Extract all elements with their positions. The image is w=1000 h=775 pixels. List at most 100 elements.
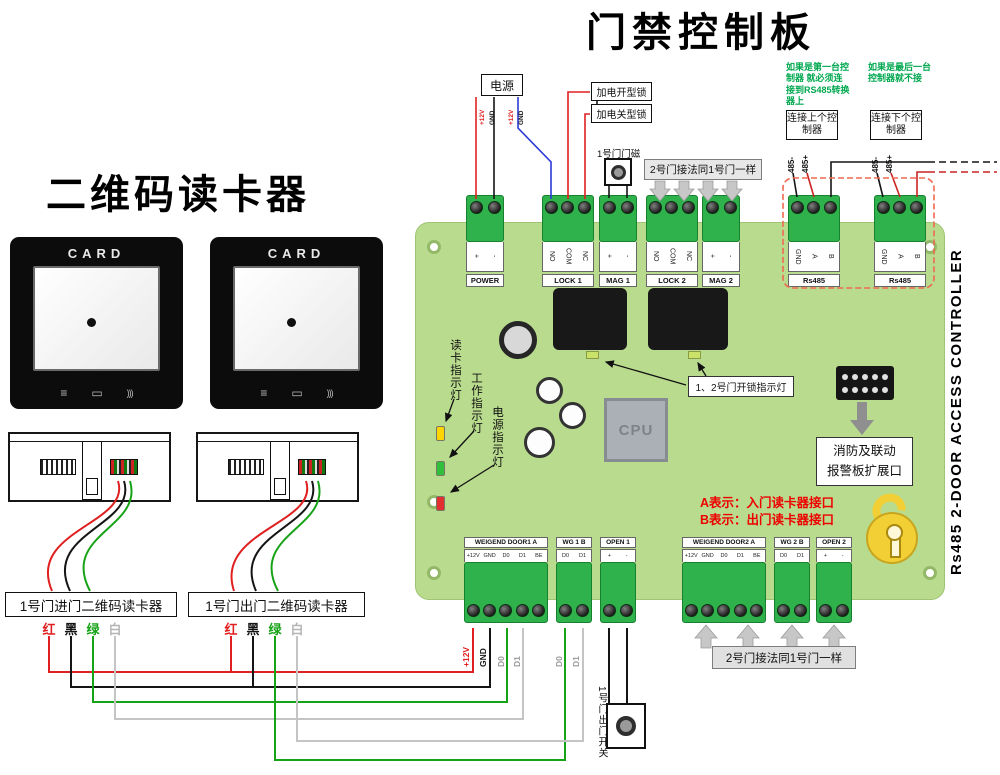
mounting-hole: [427, 566, 441, 580]
pin-label: B: [827, 254, 835, 259]
note-b: B表示：出门读卡器接口: [700, 512, 835, 527]
fail-secure-lock-box: 加电开型锁: [591, 82, 652, 101]
screw-terminal: [620, 201, 634, 214]
rs485-plus-tag: 485+: [885, 154, 894, 173]
mounting-hole: [427, 240, 441, 254]
wire-label-d1: D1: [512, 656, 522, 667]
last-controller-note: 如果是最后一台控制器就不接: [868, 62, 932, 84]
door1-mag-label: 1号门门磁: [597, 149, 641, 160]
power-pin-12v: +12V: [479, 109, 486, 125]
mounting-hole: [923, 566, 937, 580]
qr-reader-exit: CARD ≡ ▭ ))): [210, 237, 383, 409]
pin-label: D0: [720, 553, 728, 559]
terminal-name: LOCK 1: [542, 274, 594, 287]
mount-pin-connector: [228, 459, 264, 475]
screw-row: [788, 195, 840, 242]
door2-same-note-top: 2号门接法同1号门一样: [644, 159, 762, 180]
screw-terminal: [807, 201, 821, 214]
exit-reader-caption: 1号门出门二维码读卡器: [188, 592, 365, 617]
terminal-name: Rs485: [788, 274, 840, 287]
contactless-icon: ))): [326, 388, 334, 398]
pin-label: +: [605, 254, 613, 259]
terminal-mag1: +-MAG 1: [599, 195, 637, 287]
pin-label: BE: [753, 553, 761, 559]
pin-label: -: [841, 553, 844, 559]
pin-label-row: GND A B: [788, 242, 840, 272]
pin-label-row: +-: [702, 242, 740, 272]
pin-label: GND: [483, 553, 496, 559]
pin-label: +: [708, 254, 716, 259]
terminal-open2: OPEN 2+-: [816, 537, 852, 623]
screw-terminal: [824, 201, 838, 214]
pin-label: -: [490, 255, 498, 258]
button-core: [616, 716, 636, 736]
pin-label: NO: [547, 251, 555, 262]
screw-terminal: [701, 604, 715, 617]
reader-section-title: 二维码读卡器: [46, 173, 310, 217]
card-icon: ▭: [91, 386, 103, 400]
interface-notes: A表示：入门读卡器接口 B表示：出门读卡器接口: [700, 495, 834, 529]
screw-terminal: [893, 201, 907, 214]
screw-terminal: [723, 201, 737, 214]
reader-mount-exit: [196, 432, 359, 502]
screw-row: [556, 562, 592, 623]
terminal-open1: OPEN 1+-: [600, 537, 636, 623]
card-indicator-label: 读卡指示灯: [449, 339, 461, 402]
wire-label-gnd: GND: [478, 648, 488, 667]
terminal-rs485-1: GND A B Rs485: [788, 195, 840, 287]
screw-terminal: [469, 201, 483, 214]
screw-terminal: [487, 201, 501, 214]
fail-safe-lock-box: 加电关型锁: [591, 104, 652, 123]
power-pin-gnd: GND: [489, 110, 496, 125]
power-pin-gnd: GND: [518, 110, 525, 125]
pin-label: GND: [793, 248, 801, 265]
terminal-name: WG 1 B: [556, 537, 592, 548]
card-indicator-led: [436, 426, 445, 441]
pin-label: +12V: [684, 553, 698, 559]
power-indicator-label: 电源指示灯: [491, 406, 503, 469]
mount-wire-connector: [298, 459, 326, 475]
pin-label: D1: [736, 553, 744, 559]
screw-terminal: [794, 604, 807, 617]
cpu-chip: CPU: [604, 398, 668, 462]
reader-screen: [33, 266, 160, 371]
screw-row: [816, 562, 852, 623]
power-supply-box: 电源: [481, 74, 523, 96]
terminal-mag2: +-MAG 2: [702, 195, 740, 287]
screw-terminal: [733, 604, 747, 617]
exit-switch-button: [606, 703, 646, 749]
screw-row: [682, 562, 766, 623]
wire-tag-white: 白: [108, 622, 122, 637]
rs485-minus-tag: 485-: [787, 156, 796, 173]
menu-icon: ≡: [260, 386, 268, 400]
screw-terminal: [544, 201, 558, 214]
reader-icon-row: ≡ ▭ ))): [10, 385, 183, 401]
pin-label: COM: [564, 248, 572, 265]
lock-icon: [866, 512, 918, 564]
pin-label: NC: [685, 251, 693, 262]
wire-tag-white: 白: [290, 622, 304, 637]
menu-icon: ≡: [60, 386, 68, 400]
next-controller-box: 连接下个控制器: [870, 110, 922, 140]
card-icon: ▭: [291, 386, 303, 400]
wire-label-12v: +12V: [461, 646, 471, 667]
mount-wire-connector: [110, 459, 138, 475]
screw-row: [466, 195, 504, 242]
wire-label-d0: D0: [554, 656, 564, 667]
wire-label-d1: D1: [571, 656, 581, 667]
terminal-name: POWER: [466, 274, 504, 287]
pin-label-row: +-: [466, 242, 504, 272]
pin-label-row: +-: [816, 549, 852, 562]
wire-tag-green: 绿: [86, 622, 100, 637]
pin-label: A: [810, 254, 818, 259]
board-model-label: Rs485 2-DOOR ACCESS CONTROLLER: [948, 248, 965, 576]
pin-label: -: [623, 255, 631, 258]
